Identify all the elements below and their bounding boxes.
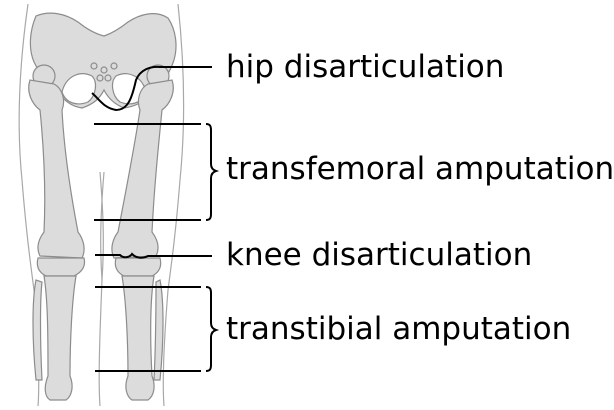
left-shank <box>33 258 85 400</box>
right-shank <box>115 258 163 400</box>
transtibial-amputation-label: transtibial amputation <box>226 314 571 345</box>
transfemoral-bracket <box>206 124 216 220</box>
transfemoral-amputation-label: transfemoral amputation <box>226 154 614 185</box>
knee-disarticulation-label: knee disarticulation <box>226 240 532 271</box>
hip-disarticulation-label: hip disarticulation <box>226 52 504 83</box>
transtibial-bracket <box>206 287 216 371</box>
